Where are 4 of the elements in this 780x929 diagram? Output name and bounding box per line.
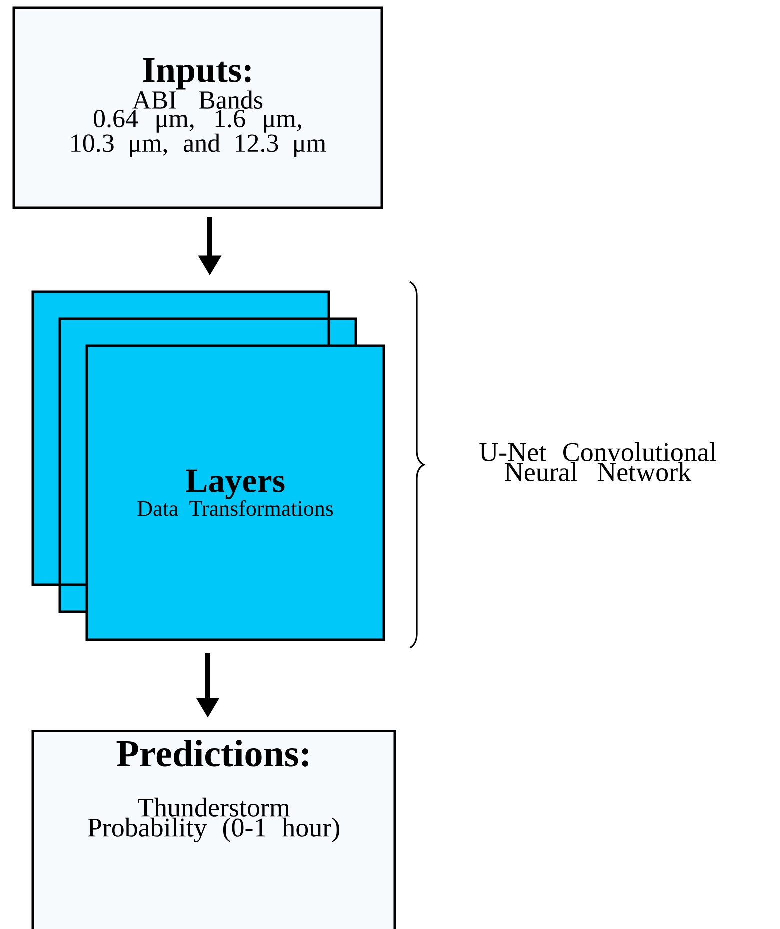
layer-box: Layers Data Transformations (86, 344, 386, 642)
brace-label: U-Net Convolutional Neural Network (480, 442, 716, 482)
process-box: Inputs: ABI Bands 0.64 μm, 1.6 μm, 10.3 μm, and 12.3 μm (12, 6, 384, 210)
process-box: Predictions: Thunderstorm Probability (0-1 hour) (32, 730, 396, 929)
